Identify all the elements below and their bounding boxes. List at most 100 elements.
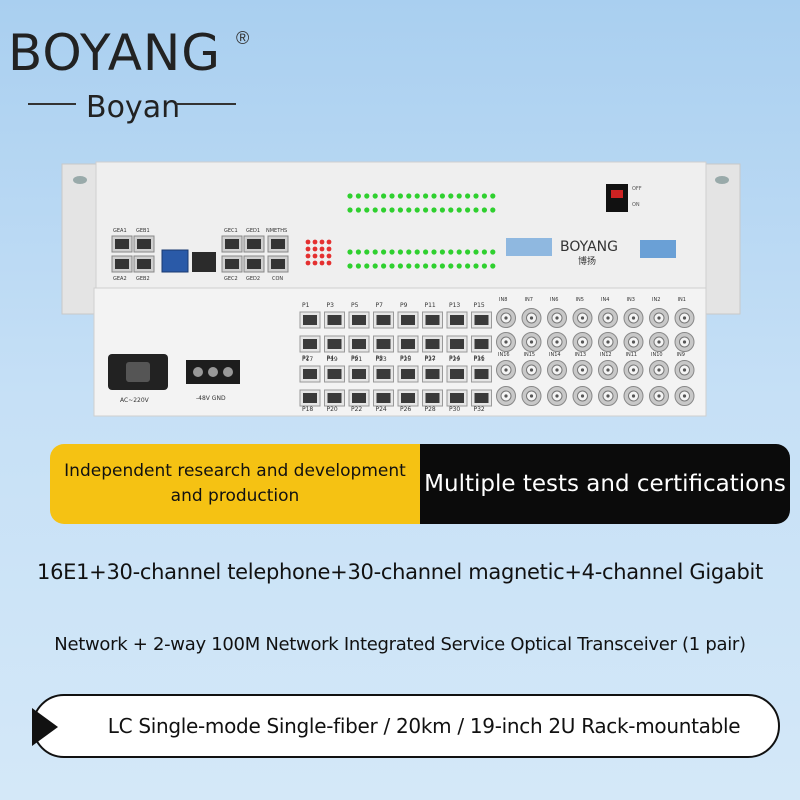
spec-pill: LC Single-mode Single-fiber / 20km / 19-… <box>32 694 780 758</box>
telephone-port-label: P16 <box>474 355 485 362</box>
bnc-pin <box>682 340 687 344</box>
telephone-port-label: P26 <box>400 406 411 413</box>
status-led <box>431 249 437 255</box>
telephone-port-socket <box>474 315 489 325</box>
rj45-port-socket <box>225 259 239 269</box>
bnc-pin <box>504 316 508 320</box>
bnc-label: IN1 <box>678 297 686 303</box>
rj45-port-socket <box>137 239 151 249</box>
alarm-led <box>305 253 311 259</box>
status-led <box>406 249 412 255</box>
telephone-port-label: P1 <box>302 302 310 309</box>
status-led <box>439 263 445 269</box>
terminal-screw-icon <box>208 367 218 377</box>
port-label: GEA2 <box>113 276 127 282</box>
status-led <box>423 207 429 213</box>
status-led <box>364 249 370 255</box>
telephone-port-socket <box>401 369 415 379</box>
status-led <box>473 263 479 269</box>
alarm-led <box>319 246 325 252</box>
status-led <box>431 263 437 269</box>
status-led <box>465 249 471 255</box>
telephone-port-socket <box>327 339 342 349</box>
telephone-port-socket <box>352 315 366 325</box>
telephone-port-socket <box>450 369 464 379</box>
status-led <box>381 193 387 199</box>
bnc-pin <box>529 316 534 320</box>
telephone-port-label: P30 <box>449 406 460 413</box>
status-led <box>473 249 479 255</box>
alarm-led <box>305 260 311 266</box>
bnc-pin <box>529 340 534 344</box>
status-led-green-group <box>347 193 496 269</box>
terminal-screw-icon <box>193 367 203 377</box>
feature-banner: Independent research and development and… <box>50 444 790 524</box>
bnc-label: IN2 <box>652 297 660 303</box>
telephone-port-socket <box>401 339 415 349</box>
status-led <box>389 249 395 255</box>
status-led <box>364 207 370 213</box>
dc-power-label: -48V GND <box>196 395 226 402</box>
telephone-port-label: P2 <box>302 355 310 362</box>
telephone-port-label: P29 <box>449 356 460 363</box>
port-label: CON <box>272 276 283 282</box>
alarm-led <box>312 253 318 259</box>
telephone-port-socket <box>425 369 440 379</box>
telephone-port-socket <box>401 393 415 403</box>
bnc-pin <box>631 394 636 398</box>
headline-line2: Network + 2-way 100M Network Integrated … <box>54 634 746 655</box>
status-led <box>372 207 378 213</box>
rj45-port-socket <box>271 259 285 269</box>
telephone-port-socket <box>450 339 464 349</box>
status-led <box>406 263 412 269</box>
bnc-label: IN4 <box>601 297 609 303</box>
optical-port[interactable] <box>192 252 216 272</box>
logo-divider-right <box>176 103 236 105</box>
status-led <box>423 263 429 269</box>
status-led <box>490 207 496 213</box>
alarm-led <box>312 239 318 245</box>
status-led <box>381 263 387 269</box>
status-led <box>448 249 454 255</box>
alarm-led <box>319 239 325 245</box>
telephone-port-socket <box>474 393 489 403</box>
status-led <box>414 249 420 255</box>
screw-hole-icon <box>715 176 729 184</box>
status-led <box>381 249 387 255</box>
switch-on-label: ON <box>632 202 640 208</box>
telephone-port-label: P6 <box>351 355 359 362</box>
telephone-port-socket <box>327 369 342 379</box>
bnc-label: IN14 <box>549 352 561 358</box>
bnc-pin <box>606 340 610 344</box>
port-label: GED1 <box>246 228 260 234</box>
brand-name: BOYANG <box>8 24 222 82</box>
telephone-port-socket <box>376 315 391 325</box>
brand-subname: Boyan <box>86 90 181 125</box>
rj45-port-socket <box>115 239 129 249</box>
telephone-port-label: P13 <box>449 302 460 309</box>
sfp-module[interactable] <box>161 249 189 273</box>
status-led <box>448 193 454 199</box>
bnc-label: IN5 <box>576 297 584 303</box>
status-led <box>414 263 420 269</box>
status-led <box>364 263 370 269</box>
power-switch-rocker[interactable] <box>611 190 623 198</box>
registered-mark: ® <box>236 28 250 48</box>
telephone-port-socket <box>352 393 366 403</box>
ac-power-label: AC~220V <box>120 397 150 404</box>
rj45-port-socket <box>115 259 129 269</box>
bnc-pin <box>657 368 661 372</box>
status-led <box>397 263 403 269</box>
status-led-red-group <box>305 239 332 266</box>
status-led <box>481 207 487 213</box>
status-led <box>389 193 395 199</box>
telephone-port-label: P24 <box>376 406 387 413</box>
status-led <box>456 249 462 255</box>
bnc-label: IN6 <box>550 297 558 303</box>
telephone-port-label: P9 <box>400 302 408 309</box>
bnc-label: IN13 <box>575 352 587 358</box>
status-led <box>456 207 462 213</box>
status-led <box>456 193 462 199</box>
bnc-label: IN15 <box>524 352 536 358</box>
status-led <box>389 263 395 269</box>
